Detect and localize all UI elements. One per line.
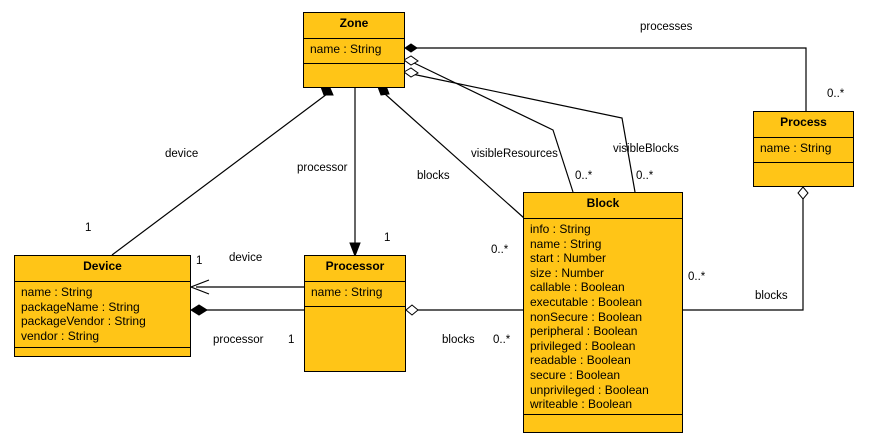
- edge-label-device-processor: device: [229, 252, 263, 264]
- multiplicity-device-right: 1: [196, 255, 203, 267]
- attribute: callable : Boolean: [530, 280, 625, 295]
- class-process-operations: [754, 163, 853, 186]
- class-process[interactable]: Process name : String: [753, 111, 854, 187]
- attribute: privileged : Boolean: [530, 338, 636, 353]
- class-processor-name: Processor: [305, 256, 405, 282]
- attribute: name : String: [21, 285, 93, 299]
- filled-diamond-device-processor: [190, 304, 208, 316]
- hollow-diamond-process-blocks: [797, 186, 809, 200]
- hollow-diamond-zone-visibleresources: [403, 55, 419, 66]
- class-block-name: Block: [524, 193, 682, 219]
- filled-diamond-zone-device: [320, 86, 334, 96]
- class-process-name: Process: [754, 112, 853, 138]
- multiplicity-process: 0..*: [827, 88, 845, 100]
- class-block[interactable]: Block info : String name : String start …: [523, 192, 683, 433]
- multiplicity-blocks-processor: 0..*: [493, 334, 511, 346]
- multiplicity-blocks-zone: 0..*: [491, 244, 509, 256]
- edge-label-processes: processes: [640, 21, 693, 33]
- attribute: name : String: [310, 42, 382, 56]
- attribute: writeable : Boolean: [530, 397, 633, 412]
- attribute: info : String: [530, 222, 591, 236]
- attribute: name : String: [311, 285, 383, 299]
- class-processor-operations: [305, 307, 405, 371]
- attribute: peripheral : Boolean: [530, 324, 638, 339]
- attribute: packageVendor : String: [21, 314, 146, 329]
- attribute: vendor : String: [21, 328, 100, 343]
- class-zone-name: Zone: [304, 13, 404, 39]
- edge-label-blocks-zone: blocks: [417, 170, 450, 182]
- multiplicity-device-zone: 1: [85, 222, 92, 234]
- attribute: secure : Boolean: [530, 367, 621, 382]
- multiplicity-visibleresources: 0..*: [575, 170, 593, 182]
- class-device[interactable]: Device name : String packageName : Strin…: [14, 255, 191, 357]
- edge-device-processor-processor[interactable]: [190, 304, 304, 316]
- class-process-attributes: name : String: [754, 138, 853, 163]
- attribute: size : Number: [530, 265, 605, 280]
- class-processor-attributes: name : String: [305, 282, 405, 307]
- attribute: nonSecure : Boolean: [530, 309, 643, 324]
- multiplicity-processor-zone: 1: [384, 232, 391, 244]
- attribute: name : String: [530, 236, 602, 251]
- edge-label-processor-zone: processor: [297, 162, 348, 174]
- class-device-name: Device: [15, 256, 190, 282]
- class-device-operations: [15, 348, 190, 357]
- edge-label-processor-device: processor: [213, 334, 264, 346]
- class-block-attributes: info : String name : String start : Numb…: [524, 219, 682, 415]
- edge-zone-process-processes[interactable]: [404, 43, 807, 111]
- class-zone-operations: [304, 64, 404, 87]
- multiplicity-block-right: 0..*: [688, 271, 706, 283]
- arrow-open-device: [189, 279, 210, 295]
- edge-label-device-zone: device: [165, 148, 199, 160]
- edge-label-visibleresources: visibleResources: [471, 148, 558, 160]
- hollow-diamond-zone-visibleblocks: [403, 67, 419, 78]
- class-processor[interactable]: Processor name : String: [304, 255, 406, 372]
- multiplicity-visibleblocks: 0..*: [636, 170, 654, 182]
- filled-diamond-zone-processes: [404, 43, 418, 53]
- class-device-attributes: name : String packageName : String packa…: [15, 282, 190, 348]
- edge-processor-device-device[interactable]: [189, 279, 304, 295]
- attribute: packageName : String: [21, 299, 140, 314]
- edge-processor-block-blocks[interactable]: [405, 304, 523, 316]
- edge-label-blocks-process: blocks: [755, 290, 788, 302]
- edge-zone-processor-processor[interactable]: [349, 88, 361, 258]
- class-zone-attributes: name : String: [304, 39, 404, 64]
- class-block-operations: [524, 415, 682, 432]
- attribute: unprivileged : Boolean: [530, 382, 649, 397]
- multiplicity-processor-device: 1: [288, 334, 295, 346]
- attribute: executable : Boolean: [530, 294, 643, 309]
- edge-label-blocks-processor: blocks: [442, 334, 475, 346]
- attribute: start : Number: [530, 251, 607, 266]
- attribute: name : String: [760, 141, 832, 155]
- edge-process-block-blocks[interactable]: [683, 186, 809, 311]
- class-zone[interactable]: Zone name : String: [303, 12, 405, 88]
- attribute: readable : Boolean: [530, 353, 631, 368]
- hollow-diamond-processor-blocks: [405, 304, 419, 316]
- edge-label-visibleblocks: visibleBlocks: [613, 143, 679, 155]
